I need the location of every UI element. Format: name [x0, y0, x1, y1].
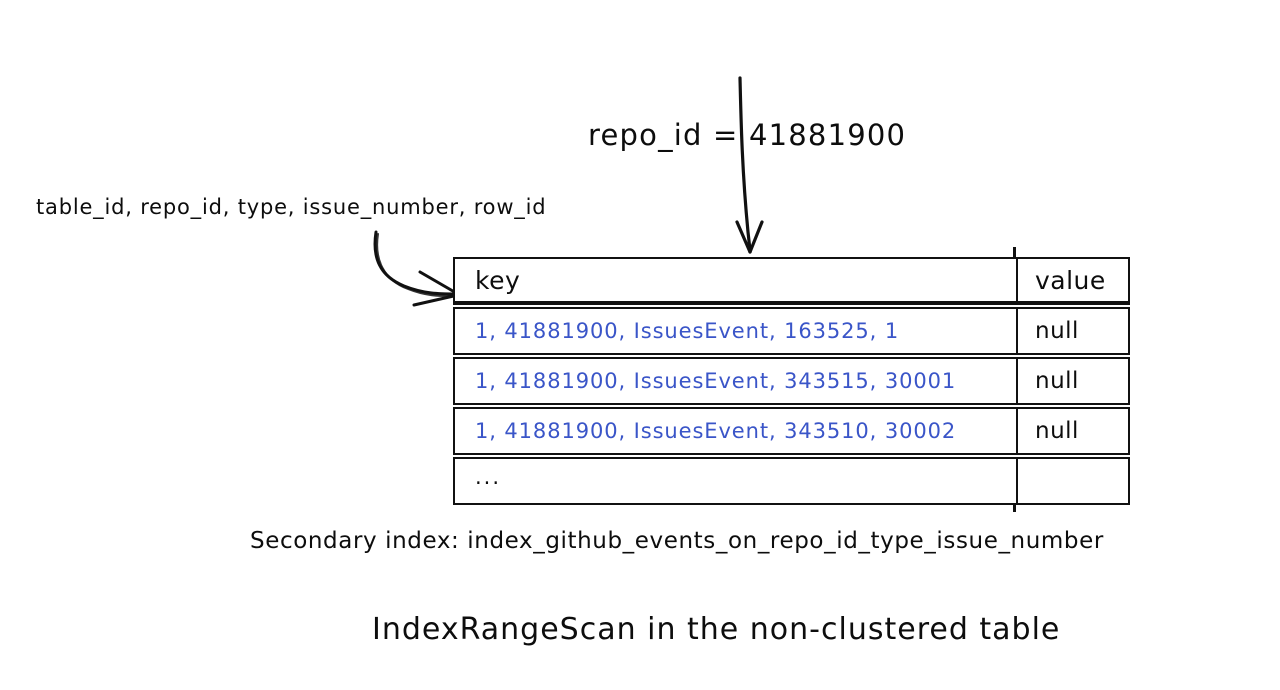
- row-value-text: null: [1035, 318, 1079, 344]
- row-key-text: 1, 41881900, IssuesEvent, 343515, 30001: [475, 369, 957, 393]
- table-header-row: key value: [453, 257, 1130, 305]
- header-label-key: key: [475, 265, 521, 295]
- column-divider-bottom-overshoot: [1013, 500, 1016, 512]
- row-cell-key: 1, 41881900, IssuesEvent, 343510, 30002: [455, 409, 1016, 453]
- row-cell-key: ...: [455, 459, 1016, 503]
- header-cell-key: key: [455, 259, 1016, 301]
- index-kv-table: key value 1, 41881900, IssuesEvent, 1635…: [453, 257, 1130, 505]
- table-row-ellipsis: ...: [453, 457, 1130, 505]
- row-value-text: null: [1035, 418, 1079, 444]
- table-row: 1, 41881900, IssuesEvent, 343510, 30002 …: [453, 407, 1130, 455]
- column-divider-top-overshoot: [1013, 247, 1016, 261]
- row-cell-value: null: [1016, 309, 1128, 353]
- down-arrow-icon: [735, 76, 764, 254]
- table-row: 1, 41881900, IssuesEvent, 343515, 30001 …: [453, 357, 1130, 405]
- diagram-title: IndexRangeScan in the non-clustered tabl…: [372, 612, 1061, 647]
- key-columns-label: table_id, repo_id, type, issue_number, r…: [36, 195, 547, 219]
- row-value-text: null: [1035, 368, 1079, 394]
- row-cell-value: [1016, 459, 1128, 503]
- row-key-text: 1, 41881900, IssuesEvent, 163525, 1: [475, 319, 900, 343]
- table-row: 1, 41881900, IssuesEvent, 163525, 1 null: [453, 307, 1130, 355]
- row-cell-value: null: [1016, 409, 1128, 453]
- header-label-value: value: [1035, 265, 1106, 295]
- row-cell-key: 1, 41881900, IssuesEvent, 343515, 30001: [455, 359, 1016, 403]
- row-cell-value: null: [1016, 359, 1128, 403]
- curved-arrow-icon: [373, 230, 460, 307]
- row-key-text: 1, 41881900, IssuesEvent, 343510, 30002: [475, 419, 957, 443]
- header-cell-value: value: [1016, 259, 1128, 301]
- filter-condition-label: repo_id = 41881900: [588, 118, 907, 152]
- row-cell-key: 1, 41881900, IssuesEvent, 163525, 1: [455, 309, 1016, 353]
- secondary-index-caption: Secondary index: index_github_events_on_…: [250, 528, 1104, 554]
- row-key-ellipsis: ...: [475, 465, 502, 489]
